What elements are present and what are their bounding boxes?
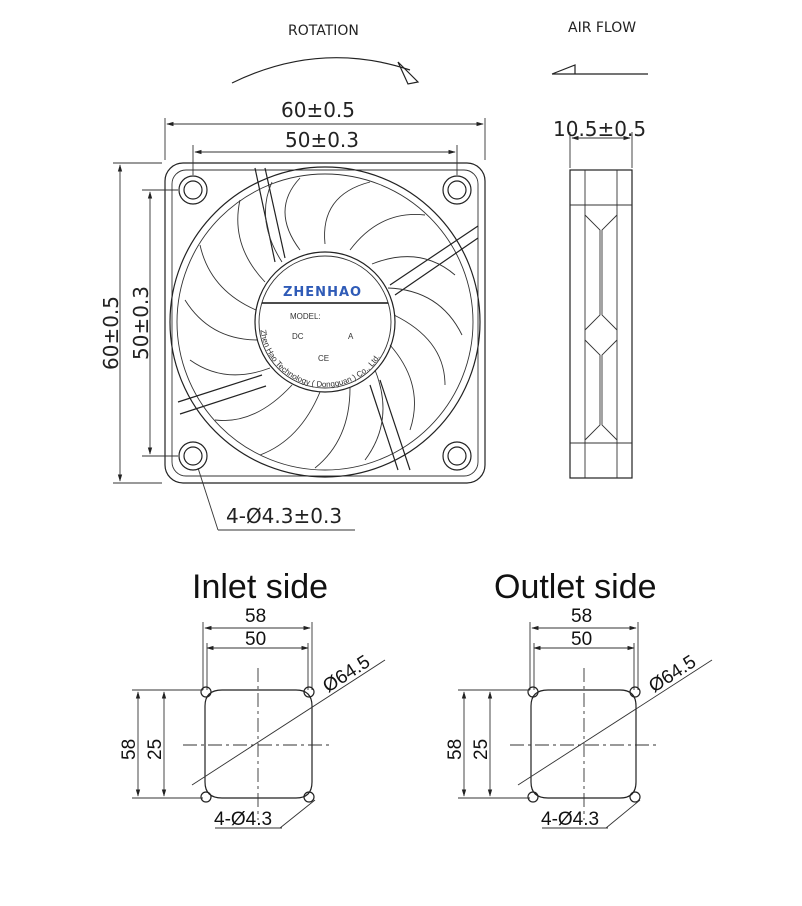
- outlet-diameter: Ø64.5: [645, 651, 700, 697]
- hub-ce-mark: CE: [318, 354, 329, 363]
- dim-thickness: 10.5±0.5: [553, 117, 646, 141]
- outlet-drawing: [458, 622, 713, 829]
- dim-height-holes: 50±0.3: [129, 286, 153, 360]
- inlet-diameter: Ø64.5: [319, 651, 374, 697]
- outlet-w-inner: 50: [571, 629, 592, 650]
- airflow-label: AIR FLOW: [568, 20, 636, 36]
- inlet-drawing: [132, 622, 386, 829]
- fan-side-view: [569, 132, 633, 479]
- outlet-h-inner: 25: [471, 739, 492, 760]
- inlet-h-inner: 25: [145, 739, 166, 760]
- inlet-title: Inlet side: [192, 568, 328, 606]
- rotation-label: ROTATION: [288, 23, 359, 39]
- dim-width-holes: 50±0.3: [285, 128, 359, 152]
- rotation-arrowhead: [397, 61, 420, 85]
- dim-hole-spec: 4-Ø4.3±0.3: [226, 504, 342, 528]
- inlet-w-inner: 50: [245, 629, 266, 650]
- outlet-holes: 4-Ø4.3: [541, 809, 599, 830]
- dim-width-outer: 60±0.5: [281, 98, 355, 122]
- fan-blades: [184, 177, 463, 469]
- front-dimension-lines: [113, 118, 486, 531]
- hub-dc-label: DC: [292, 332, 304, 341]
- mounting-holes: [178, 175, 472, 471]
- inlet-w-outer: 58: [245, 606, 266, 627]
- fan-front-view: [164, 162, 486, 484]
- airflow-arrow: [551, 64, 648, 75]
- inlet-h-outer: 58: [119, 739, 140, 760]
- hub-a-label: A: [348, 332, 354, 341]
- rotation-arrow: [231, 57, 411, 84]
- hub-model-label: MODEL:: [290, 312, 321, 321]
- dim-height-outer: 60±0.5: [99, 296, 123, 370]
- outlet-w-outer: 58: [571, 606, 592, 627]
- hub-brand: ZHENHAO: [283, 285, 362, 300]
- inlet-holes: 4-Ø4.3: [214, 809, 272, 830]
- outlet-title: Outlet side: [494, 568, 657, 606]
- outlet-h-outer: 58: [445, 739, 466, 760]
